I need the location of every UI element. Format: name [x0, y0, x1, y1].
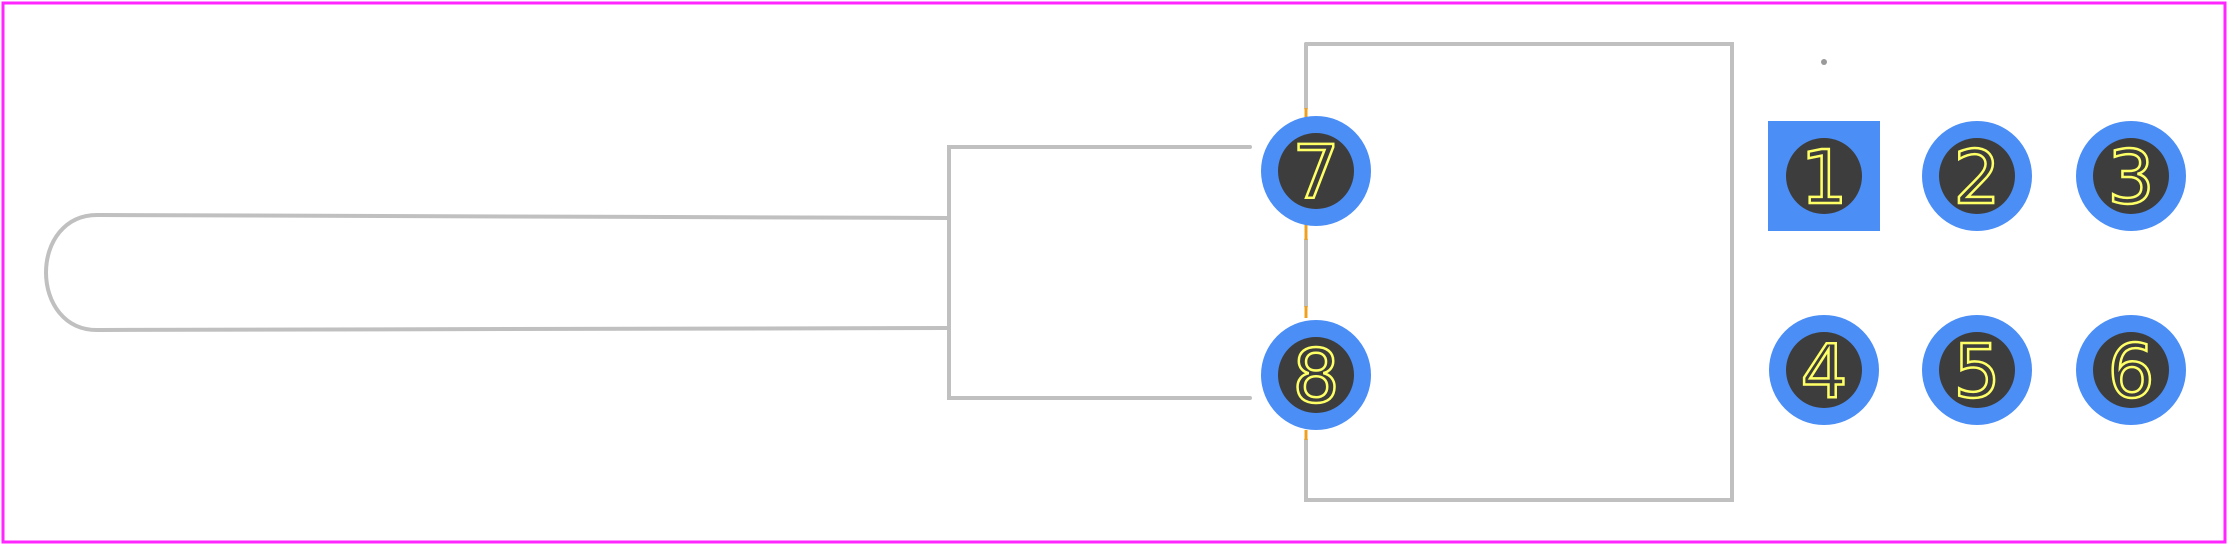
silkscreen-lever — [44, 145, 1252, 400]
drill-hole — [1786, 332, 1862, 408]
pin-label: 4 — [1800, 329, 1847, 415]
pin-label: 8 — [1292, 334, 1339, 420]
pad-3[interactable]: 3 — [2076, 121, 2186, 231]
drill-hole — [2093, 332, 2169, 408]
pin-label: 6 — [2107, 329, 2154, 415]
pad-4[interactable]: 4 — [1769, 315, 1879, 425]
silkscreen-body — [1304, 42, 1734, 502]
pin-label: 3 — [2107, 135, 2154, 221]
pin-label: 1 — [1800, 135, 1847, 221]
pad-7[interactable]: 7 — [1261, 116, 1371, 226]
drill-hole — [1939, 332, 2015, 408]
drill-hole — [2093, 138, 2169, 214]
pin1-marker-dot — [1821, 59, 1827, 65]
pin-label: 7 — [1292, 130, 1339, 216]
drill-hole — [1278, 337, 1354, 413]
pad-5[interactable]: 5 — [1922, 315, 2032, 425]
pad-2[interactable]: 2 — [1922, 121, 2032, 231]
drill-hole — [1278, 133, 1354, 209]
drill-hole — [1939, 138, 2015, 214]
pad-8[interactable]: 8 — [1261, 320, 1371, 430]
pin-label: 2 — [1953, 135, 2000, 221]
drill-hole — [1786, 138, 1862, 214]
pad-6[interactable]: 6 — [2076, 315, 2186, 425]
pad-1[interactable]: 1 — [1768, 121, 1880, 231]
pin-label: 5 — [1953, 329, 2000, 415]
